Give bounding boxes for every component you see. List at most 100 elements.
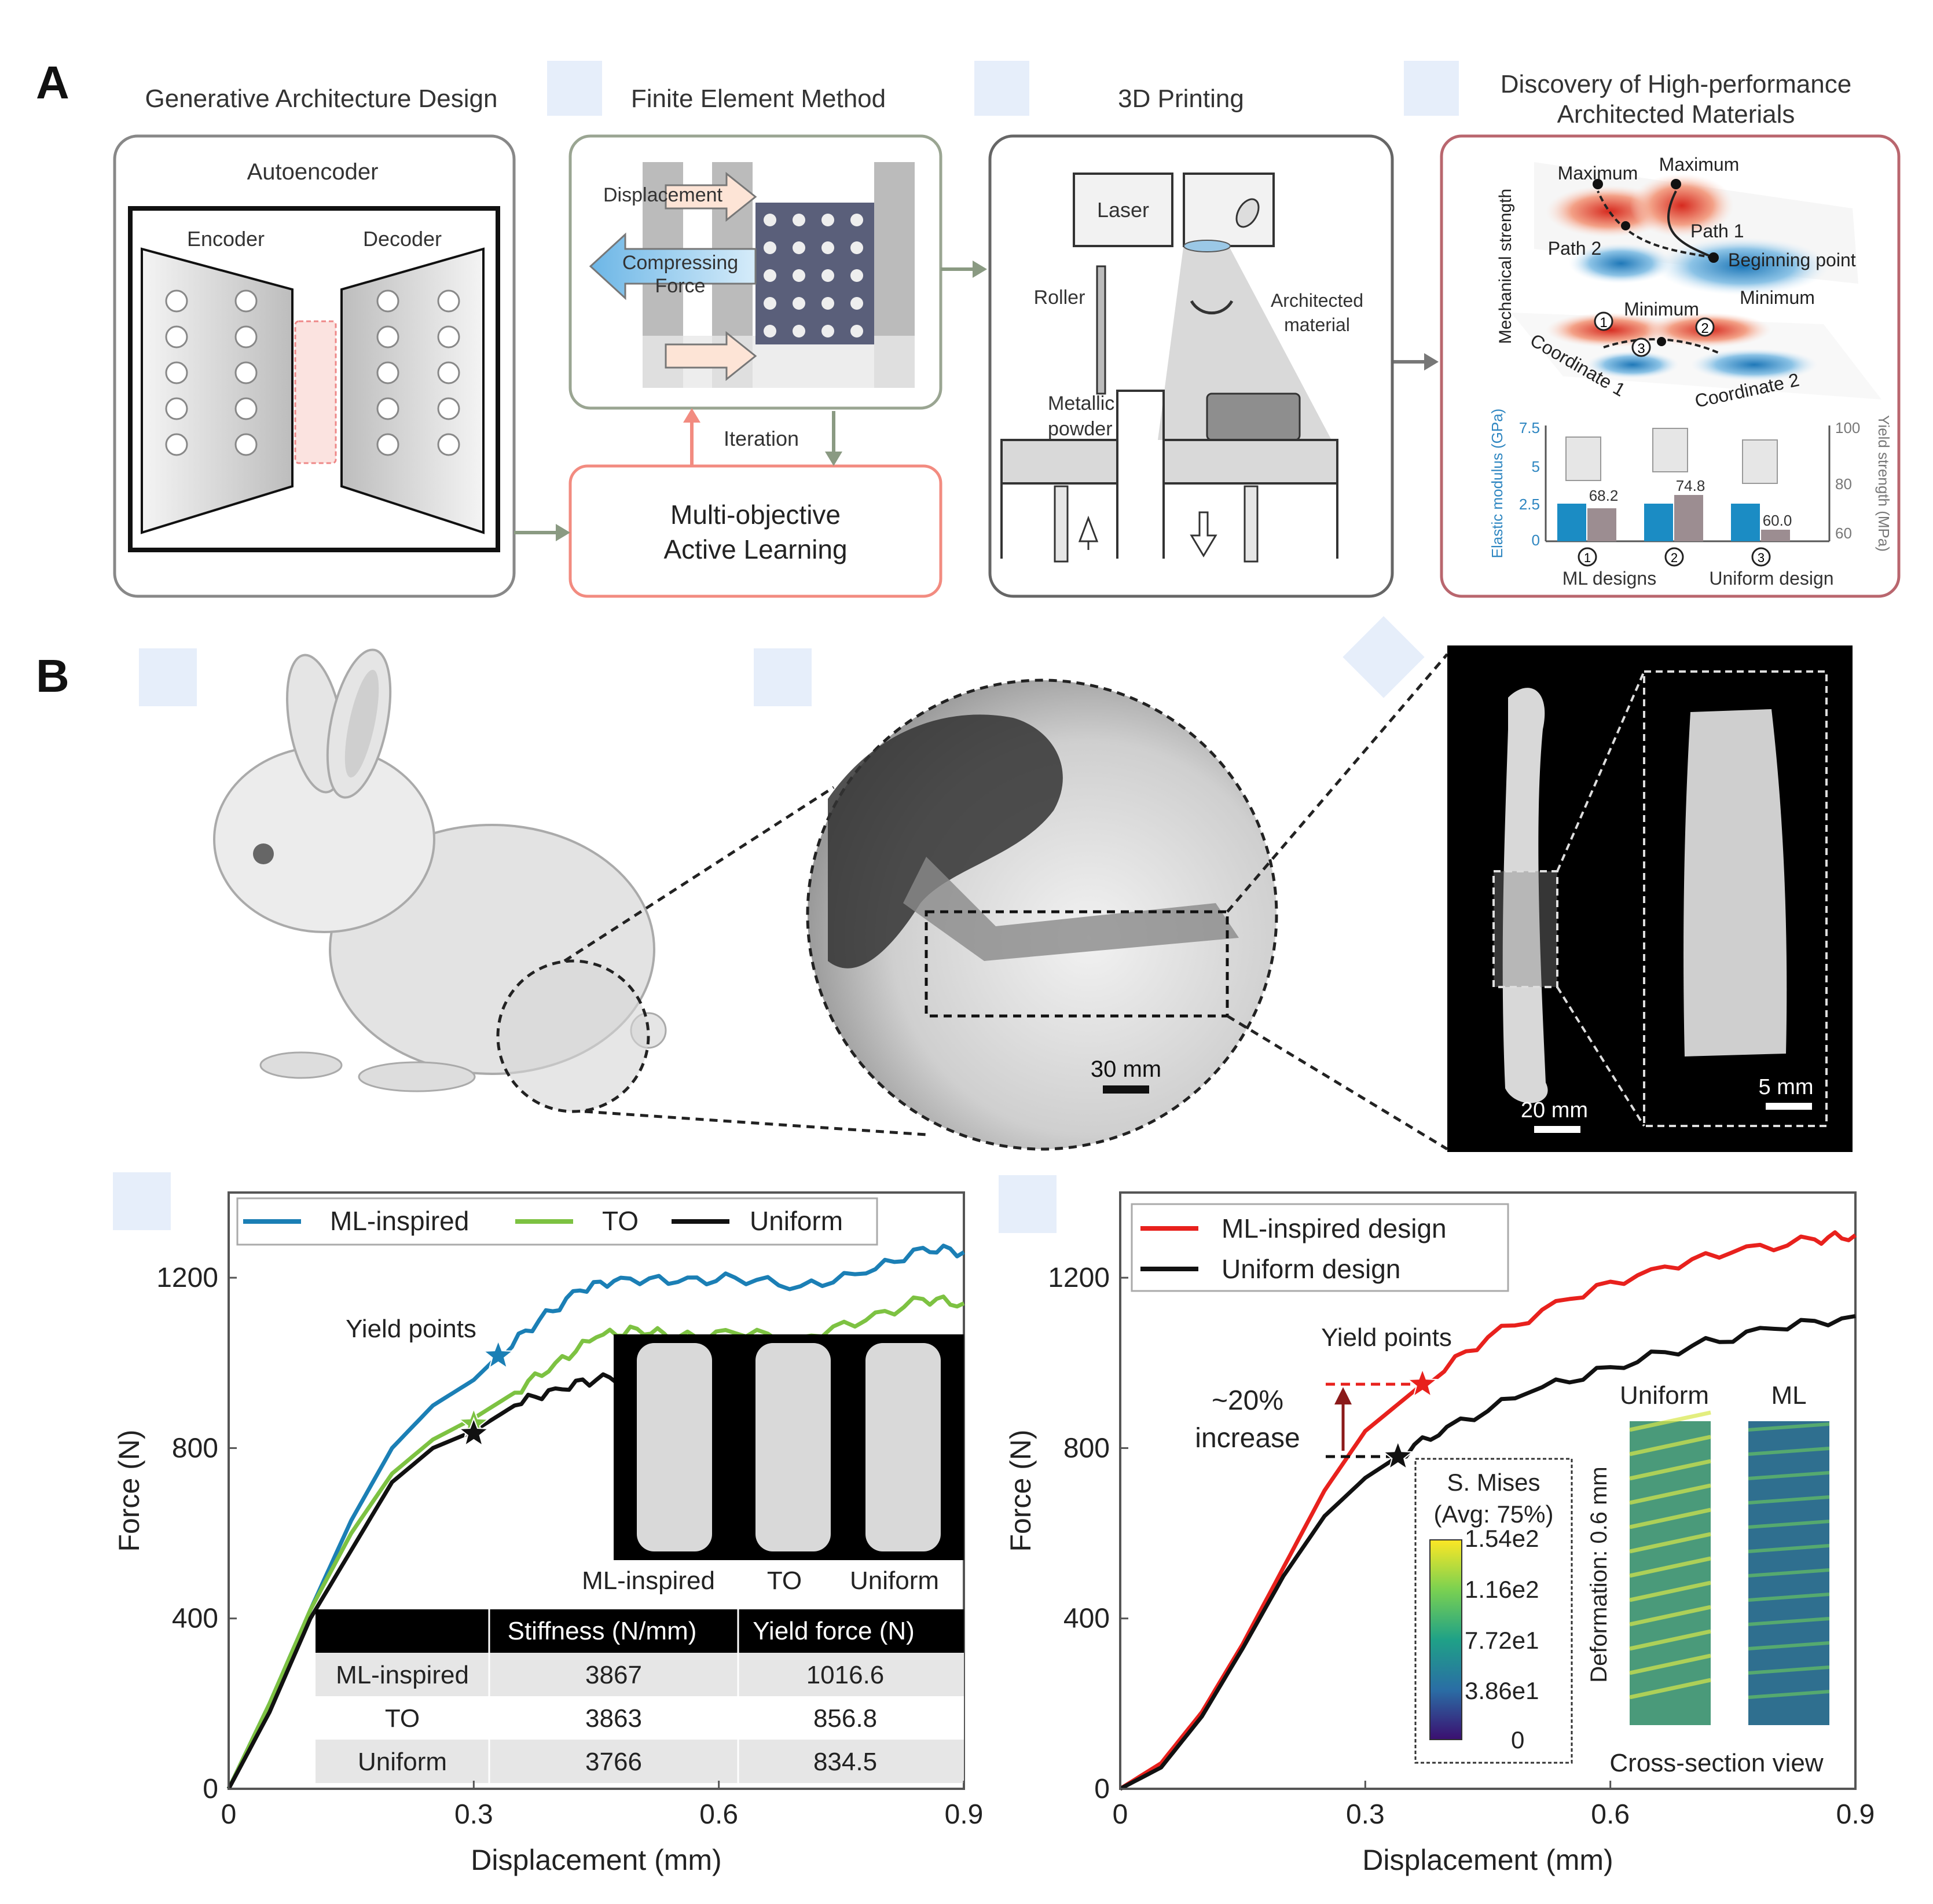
lattice-node bbox=[793, 269, 805, 282]
contour-stripe bbox=[1748, 1690, 1830, 1699]
x-tick-label: 0.6 bbox=[699, 1799, 738, 1830]
decoder-trapezoid bbox=[340, 247, 485, 534]
down-arrow-icon bbox=[1190, 511, 1217, 557]
path-1-label: Path 1 bbox=[1690, 221, 1744, 241]
mini-ylabel-left: Elastic modulus (GPa) bbox=[1488, 409, 1506, 559]
chart-left-inset: ML-inspired TO Uniform bbox=[582, 1334, 964, 1595]
table-row3-stiffness: 3766 bbox=[585, 1748, 642, 1776]
nn-node bbox=[165, 397, 188, 420]
printed-material bbox=[1206, 392, 1301, 441]
yield-star-uniform-design bbox=[1382, 1440, 1414, 1470]
discovery-box: Maximum Maximum Path 1 Path 2 Beginning … bbox=[1440, 134, 1901, 598]
contour-stripe bbox=[1748, 1593, 1830, 1602]
mini-ylabel-right: Yield strength (MPa) bbox=[1875, 415, 1892, 552]
mini-ytick-left-3: 2.5 bbox=[1519, 496, 1540, 513]
lattice-node bbox=[850, 269, 863, 282]
fem-box: Displacement Compressing Force bbox=[568, 134, 942, 410]
contour-stripe bbox=[1748, 1422, 1830, 1432]
title-fem: Finite Element Method bbox=[631, 85, 886, 113]
series-line-ml-inspired-design bbox=[1119, 1230, 1857, 1791]
mini-ytick-right-2: 80 bbox=[1835, 475, 1852, 493]
iteration-arrows: Iteration bbox=[514, 261, 1439, 541]
mini-bar-chart: 7.5 5 2.5 0 100 80 60 Elastic modulus (G… bbox=[1488, 409, 1892, 589]
autoencoder-title: Autoencoder bbox=[247, 159, 379, 185]
x-tick-label: 0 bbox=[1113, 1799, 1128, 1830]
mini-ytick-left-4: 0 bbox=[1532, 531, 1540, 549]
bar-strength-3 bbox=[1761, 530, 1790, 541]
lattice-node bbox=[850, 325, 863, 337]
y-tick-label: 800 bbox=[172, 1433, 218, 1463]
architected-label-1: Architected bbox=[1271, 290, 1363, 311]
metallic-label-2: powder bbox=[1048, 418, 1113, 440]
mini-ytick-left-1: 7.5 bbox=[1519, 419, 1540, 436]
lattice-node bbox=[821, 214, 834, 226]
svg-text:1: 1 bbox=[1600, 315, 1607, 331]
scale-bar-bone bbox=[1534, 1126, 1580, 1133]
x-tick-label: 0 bbox=[221, 1799, 237, 1830]
beginning-point-label: Beginning point bbox=[1728, 250, 1856, 270]
xray-image: 30 mm bbox=[806, 678, 1278, 1151]
nn-node bbox=[234, 325, 258, 348]
roller-label: Roller bbox=[1034, 287, 1085, 309]
path-2-label: Path 2 bbox=[1548, 238, 1602, 259]
lattice-node bbox=[821, 325, 834, 337]
cylinder-ml bbox=[637, 1343, 712, 1551]
y-tick-label: 1200 bbox=[1048, 1263, 1110, 1293]
bar-strength-1 bbox=[1587, 508, 1616, 541]
svg-text:2: 2 bbox=[1701, 321, 1708, 336]
title-discovery-1: Discovery of High-performance bbox=[1501, 70, 1851, 98]
cross-section-label: Cross-section view bbox=[1609, 1749, 1823, 1777]
table-row1-stiffness: 3867 bbox=[585, 1661, 642, 1689]
lattice-node bbox=[850, 241, 863, 254]
rabbit-illustration bbox=[213, 648, 667, 1113]
colorbar-title-1: S. Mises bbox=[1447, 1469, 1540, 1496]
deformation-label: Deformation: 0.6 mm bbox=[1586, 1466, 1612, 1682]
table-row2-yield: 856.8 bbox=[813, 1704, 877, 1733]
contour-label-ml: ML bbox=[1771, 1381, 1806, 1410]
nn-node bbox=[376, 433, 399, 456]
nn-node bbox=[234, 433, 258, 456]
xray-roi bbox=[925, 910, 1229, 1018]
nn-node bbox=[437, 397, 460, 420]
yield-star-uniform bbox=[457, 1417, 490, 1447]
nn-node bbox=[437, 325, 460, 348]
panel-a-letter: A bbox=[36, 57, 69, 108]
bone-roi bbox=[1492, 870, 1558, 988]
lens bbox=[1183, 240, 1231, 252]
contour-stripe bbox=[1748, 1617, 1830, 1626]
nn-node bbox=[165, 433, 188, 456]
scale-bar-xray bbox=[1103, 1085, 1149, 1094]
contour-stripe bbox=[1629, 1678, 1711, 1700]
up-arrow-icon bbox=[1078, 515, 1099, 550]
lattice-node bbox=[793, 241, 805, 254]
legend-ml-inspired: ML-inspired bbox=[330, 1206, 469, 1236]
powder-bed-left bbox=[1000, 439, 1118, 485]
svg-text:1: 1 bbox=[1584, 551, 1591, 565]
colorbar-gradient bbox=[1429, 1539, 1462, 1740]
nn-node bbox=[437, 433, 460, 456]
lattice-nodes bbox=[764, 214, 863, 337]
laser-box bbox=[1073, 173, 1173, 247]
svg-text:3: 3 bbox=[1637, 341, 1645, 357]
neural-network-nodes bbox=[165, 289, 460, 456]
x-tick-label: 0.3 bbox=[454, 1799, 493, 1830]
colorbar-tick-4: 3.86e1 bbox=[1465, 1677, 1539, 1704]
ml-designs-label: ML designs bbox=[1562, 568, 1656, 589]
chart-right: ML-inspired design Uniform design Yield … bbox=[1004, 1191, 1875, 1876]
nn-node bbox=[376, 361, 399, 384]
table-row3-yield: 834.5 bbox=[813, 1748, 877, 1776]
mechanical-strength-label: Mechanical strength bbox=[1496, 189, 1515, 344]
yield-star-ml-inspired-design bbox=[1406, 1367, 1439, 1398]
contour-stripe bbox=[1748, 1495, 1830, 1505]
nn-node bbox=[376, 397, 399, 420]
lattice-node bbox=[764, 214, 776, 226]
encoder-trapezoid bbox=[141, 247, 294, 534]
table-row1-yield: 1016.6 bbox=[806, 1661, 885, 1689]
lattice-node bbox=[821, 241, 834, 254]
contour-stripe bbox=[1629, 1435, 1711, 1457]
x-tick-label: 0.3 bbox=[1346, 1799, 1385, 1830]
svg-text:3: 3 bbox=[1758, 551, 1765, 565]
inset-label-ml: ML-inspired bbox=[582, 1567, 715, 1595]
legend-to: TO bbox=[602, 1206, 639, 1236]
landscape-markers: 1 2 3 bbox=[1594, 311, 1715, 357]
